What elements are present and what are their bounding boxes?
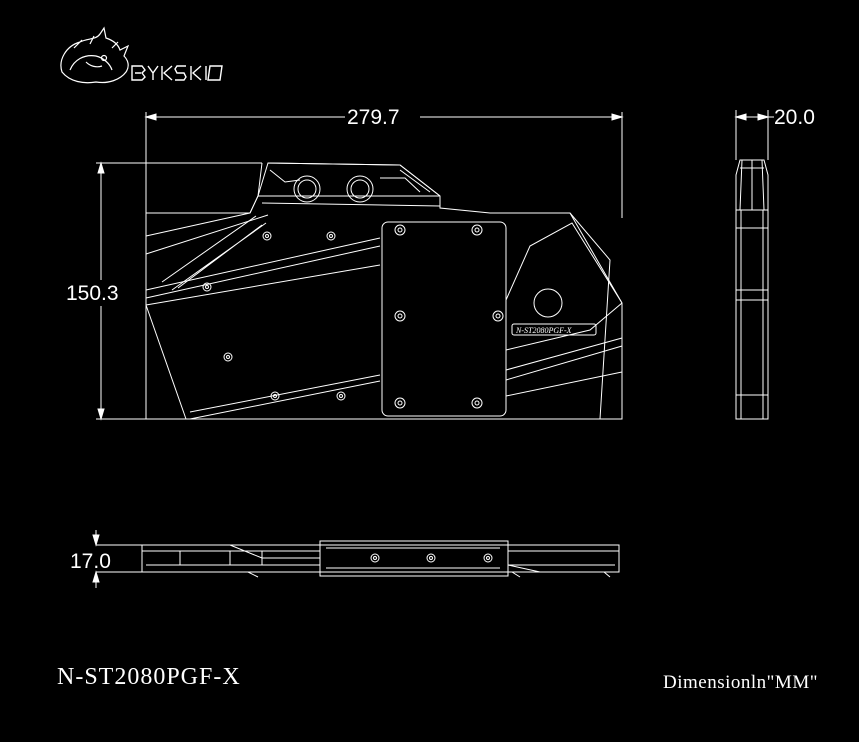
dragon-eye-icon <box>100 54 108 62</box>
depth-dimension-label: 20.0 <box>774 106 815 129</box>
width-dimension <box>144 112 624 218</box>
block-bottom-view <box>92 530 620 588</box>
model-number: N-ST2080PGF-X <box>57 664 241 690</box>
width-dimension-label: 279.7 <box>347 106 400 129</box>
thickness-dimension-label: 17.0 <box>70 550 111 573</box>
dragon-head-icon <box>60 26 130 84</box>
block-front-view <box>145 162 623 420</box>
height-dimension-label: 150.3 <box>66 282 119 305</box>
plug-port-icon <box>533 288 563 318</box>
inlet-port-icon <box>293 175 321 203</box>
center-cover-plate <box>381 221 507 417</box>
height-dimension <box>96 161 262 421</box>
block-outline <box>145 162 623 420</box>
logo-wordmark <box>131 65 223 81</box>
unit-note: Dimensionln"MM" <box>663 672 818 693</box>
block-side-view <box>734 110 774 420</box>
plate-model-label: N-ST2080PGF-X <box>515 326 573 335</box>
brand-logo <box>60 26 223 84</box>
outlet-port-icon <box>346 175 374 203</box>
